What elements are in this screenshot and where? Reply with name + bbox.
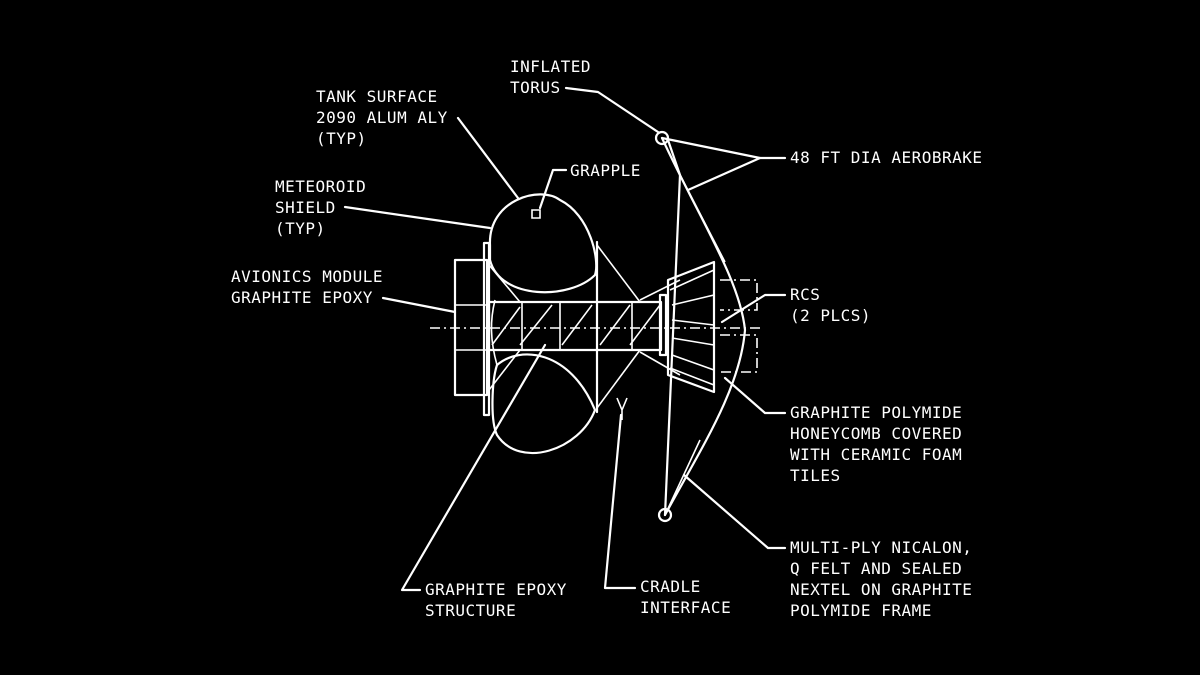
vehicle-drawing <box>430 130 762 523</box>
label-grapple: GRAPPLE <box>570 161 641 180</box>
aft-ring <box>658 293 668 357</box>
rcs-box-lower <box>720 334 758 373</box>
lower-tank <box>491 353 597 455</box>
cradle-fitting <box>616 397 628 420</box>
label-rcs: RCS(2 PLCS) <box>790 285 871 325</box>
upper-tank <box>488 193 598 294</box>
torus-bottom <box>657 507 673 523</box>
label-aerobrake: 48 FT DIA AEROBRAKE <box>790 148 983 167</box>
grapple-fitting <box>531 209 541 219</box>
aerobrake <box>660 136 762 517</box>
leader-lines <box>343 86 787 592</box>
rcs-nozzle-cone <box>666 260 716 394</box>
rcs-box-upper <box>720 279 758 311</box>
truss-diagonals <box>491 302 661 350</box>
torus-top <box>654 130 670 146</box>
truss-tube <box>487 300 663 352</box>
struts <box>488 244 681 409</box>
tank-aft-ellipse <box>490 299 498 366</box>
